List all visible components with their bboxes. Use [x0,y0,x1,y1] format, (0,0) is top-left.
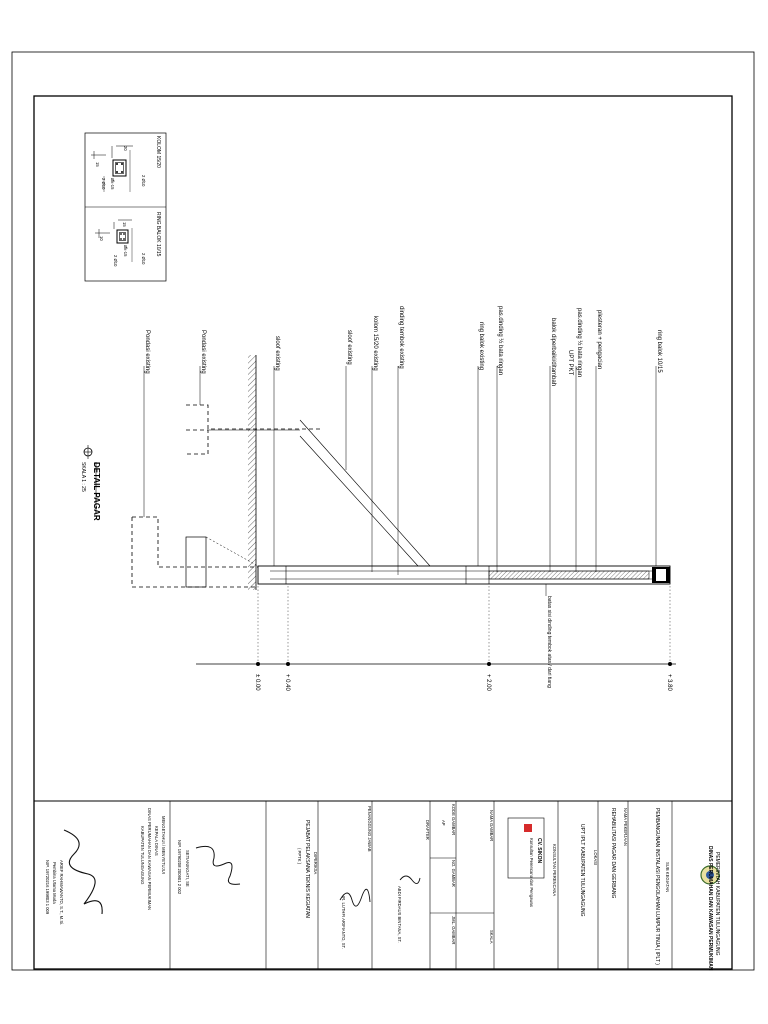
pekerjaan: REHABILITASI PAGAR DAN GERBANG [610,808,616,899]
callout-plesteran: plesteran + pengacian [596,310,602,369]
pj-signature [339,888,371,907]
callout-pondasi-2: Pondasi existing [144,330,150,374]
svg-text:MENGETAHUI / MENYETUJUI: MENGETAHUI / MENYETUJUI [161,816,166,874]
consultant-logo [524,824,532,832]
svg-text:2 Ø10: 2 Ø10 [101,178,106,190]
kolom-section [112,159,127,177]
drafter-signature [399,875,421,884]
consultant-logo-frame [507,817,545,879]
pptk-name: SETIANINGATI, SE [185,850,190,887]
callout-kolom-existing: kolom 15/20 existing [372,316,378,371]
svg-text:NIP. 19790208 200901 2 002: NIP. 19790208 200901 2 002 [177,840,182,895]
new-wall-hatch [488,570,650,580]
svg-text:10: 10 [99,236,104,241]
ringbalok-title: RING BALOK 10/15 [155,212,161,257]
callout-balok: balok diperbaiki/ditambah [550,318,556,386]
svg-text:JML. GAMBAR: JML. GAMBAR [451,916,456,944]
svg-text:15: 15 [122,222,127,227]
callout-dinding-existing: dinding tembok existing [398,306,404,369]
svg-text:SKALA: SKALA [489,930,494,944]
level-0: ± 0.00 [254,674,260,691]
owner-line1: PEMERINTAH KABUPATEN TULUNGAGUNG [714,852,720,956]
svg-text:PEJABAT PELAKSANA TEKNIS KEGIA: PEJABAT PELAKSANA TEKNIS KEGIATAN [304,820,310,918]
side-note: batas sisi dinding tembok atas / dari ti… [546,596,552,688]
fence-section [83,355,676,666]
svg-text:Konsultan Perencana dan Pengaw: Konsultan Perencana dan Pengawas [529,838,534,907]
ringbalok-section [116,229,129,244]
svg-text:KODE GAMBAR: KODE GAMBAR [451,804,456,835]
drafter-name: ABDI FIRDAUS BINTANA, ST. [397,886,402,943]
callout-upt: UPT PKT [567,350,573,376]
callout-dinding-2: pas.dinding ½ bata ringan [497,306,504,375]
svg-text:NO. GAMBAR: NO. GAMBAR [451,860,456,887]
sub-kegiatan: PEMBANGUNAN INSTALASI PENGOLAHAN LUMPUR … [654,808,660,965]
owner-line2: DINAS PERUMAHAN DAN KAWASAN PERMUKIMAN [707,846,713,971]
svg-text:NAMA GAMBAR: NAMA GAMBAR [489,810,494,841]
leader-lines [143,366,657,575]
callout-ring-existing: ring balok existing [478,322,484,370]
svg-text:KONSULTAN PERENCANA: KONSULTAN PERENCANA [552,844,557,896]
svg-text:15: 15 [95,162,100,167]
detail-title: DETAIL PAGAR [92,462,101,521]
consultant-name: CV. SIKON [536,838,542,863]
svg-text:Øk-15: Øk-15 [123,245,128,257]
detail-scale: SKALA 1 : 25 [80,462,86,492]
kode-gambar: AP [441,820,446,826]
callout-dinding-1: pas.dinding ½ bata ringan [576,308,583,377]
callout-pondasi-1: Pondasi existing [200,330,206,374]
ground-hatch [248,355,256,590]
svg-text:Øk-15: Øk-15 [110,178,115,190]
svg-text:2 Ø10: 2 Ø10 [141,175,146,187]
svg-text:KEPALA DINAS: KEPALA DINAS [154,826,159,856]
svg-text:DIPERIKSA: DIPERIKSA [313,852,318,875]
level-1: + 0.40 [284,674,290,692]
svg-text:( PPTK ): ( PPTK ) [297,848,302,865]
section-details: KOLOM 15/20 2 Ø10 2 Ø10 Øk-15 15 20 RING… [84,132,167,282]
callout-ring-balok: ring balok 10/15 [656,330,662,373]
kolom-title: KOLOM 15/20 [155,136,161,168]
pptk-signature [195,845,241,885]
svg-text:20: 20 [123,146,128,151]
pj-name: IR. LUTHFI ARIFIANTO, ST. [341,896,346,949]
svg-text:2 Ø10: 2 Ø10 [113,255,118,267]
svg-text:LOKASI: LOKASI [593,850,598,865]
svg-text:NAMA PEKERJAAN: NAMA PEKERJAAN [623,808,628,846]
svg-text:DINAS PERUMAHAN DAN KAWASAN PE: DINAS PERUMAHAN DAN KAWASAN PERMUKIMAN [147,808,152,910]
svg-text:KABUPATEN TULUNGAGUNG: KABUPATEN TULUNGAGUNG [140,826,145,884]
kepala-signature [63,829,103,915]
svg-text:2 Ø10: 2 Ø10 [141,253,146,265]
title-block: PEMERINTAH KABUPATEN TULUNGAGUNG DINAS P… [33,800,733,971]
outer-border [11,51,755,971]
callout-sloof-2: sloof existing [274,336,280,371]
level-2: + 2.00 [485,674,491,692]
svg-text:SUB KEGIATAN: SUB KEGIATAN [665,862,670,892]
svg-text:Pembina Utama Muda: Pembina Utama Muda [52,862,57,904]
kepala-name: ARIEF RAHMAWANTO, S.T., M.Si. [59,860,64,925]
svg-text:NIP. 19720216 199803 1 009: NIP. 19720216 199803 1 009 [45,860,50,915]
lokasi: UPT IPLT KABUPATEN TULUNGAGUNG [579,824,585,917]
svg-text:DRAFTER: DRAFTER [425,820,430,840]
callout-sloof-1: sloof existing [346,330,352,365]
svg-text:PENANGGUNG JAWAB: PENANGGUNG JAWAB [367,806,372,852]
level-3: + 3.80 [666,674,672,692]
